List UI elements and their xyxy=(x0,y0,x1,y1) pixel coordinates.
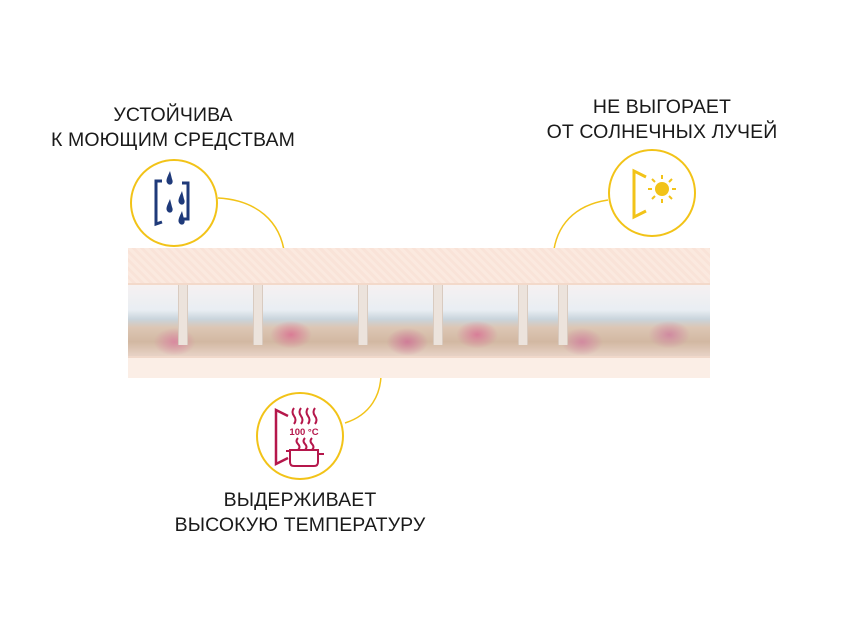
border-top-band xyxy=(128,248,710,285)
water-drops-on-tile-icon xyxy=(130,159,218,247)
caption-line: К МОЮЩИМ СРЕДСТВАМ xyxy=(51,129,295,151)
hot-pot-icon: 100 °C xyxy=(256,392,344,480)
terrace-scene xyxy=(128,285,710,356)
caption-line: ВЫДЕРЖИВАЕТ xyxy=(223,489,377,511)
caption-line: ВЫСОКУЮ ТЕМПЕРАТУРУ xyxy=(174,514,426,536)
caption-line: НЕ ВЫГОРАЕТ xyxy=(592,96,732,118)
caption-line: ОТ СОЛНЕЧНЫХ ЛУЧЕЙ xyxy=(546,121,778,143)
arrow-detergent xyxy=(217,197,291,264)
caption-sun: НЕ ВЫГОРАЕТ ОТ СОЛНЕЧНЫХ ЛУЧЕЙ xyxy=(530,95,794,145)
border-tile-image xyxy=(128,248,710,378)
border-bottom-band xyxy=(128,356,710,378)
caption-detergent: УСТОЙЧИВА К МОЮЩИМ СРЕДСТВАМ xyxy=(40,103,306,153)
caption-heat: ВЫДЕРЖИВАЕТ ВЫСОКУЮ ТЕМПЕРАТУРУ xyxy=(160,488,440,538)
temperature-label: 100 °C xyxy=(289,427,318,438)
sun-on-tile-icon xyxy=(608,149,696,237)
caption-line: УСТОЙЧИВА xyxy=(113,104,233,126)
